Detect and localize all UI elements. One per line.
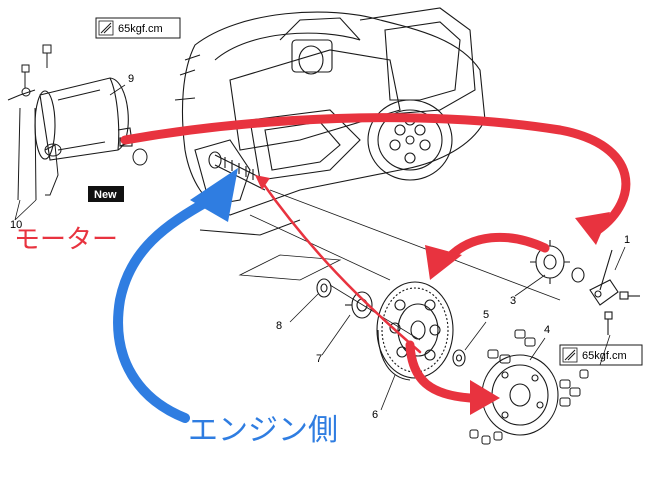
- idler-gear: [530, 240, 585, 284]
- torque-value-right: 65kgf.cm: [582, 350, 627, 362]
- part-number-10: 10: [10, 219, 22, 231]
- part-number-9: 9: [128, 73, 134, 85]
- exploded-guidelines: [238, 189, 561, 341]
- torque-spec-top: 65kgf.cm: [95, 17, 181, 39]
- new-badge-text: New: [94, 189, 117, 201]
- torque-value-top: 65kgf.cm: [118, 23, 163, 35]
- engine-side-label: エンジン側: [188, 413, 338, 448]
- part-number-1: 1: [624, 234, 630, 246]
- part-number-8: 8: [276, 320, 282, 332]
- motor-label: モーター: [14, 225, 118, 255]
- part-number-3: 3: [510, 295, 516, 307]
- motor-power-path: [120, 113, 631, 403]
- idler-shaft-plate: [589, 249, 640, 335]
- new-part-badge: New: [88, 186, 124, 202]
- part-number-7: 7: [316, 353, 322, 365]
- crankcase-outline: [174, 7, 486, 236]
- leader-lines: [14, 84, 626, 411]
- part-number-labels: 9 10 1 3 5 4 8 7 6: [10, 73, 630, 421]
- starter-driven-gear: [376, 281, 454, 381]
- part-number-6: 6: [372, 409, 378, 421]
- motor-arrowheads: [425, 212, 610, 415]
- part-number-4: 4: [544, 324, 550, 336]
- motor-fasteners: [7, 44, 148, 201]
- case-clutch-gear: [367, 99, 453, 181]
- part-number-5: 5: [483, 309, 489, 321]
- clutch-rollers: [469, 329, 589, 445]
- engine-side-arrow: [113, 168, 238, 423]
- torque-spec-right: 65kgf.cm: [559, 344, 643, 366]
